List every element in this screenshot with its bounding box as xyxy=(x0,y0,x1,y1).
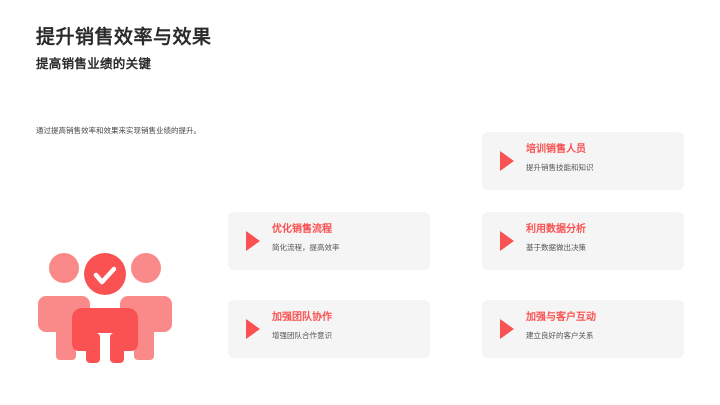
card-text: 利用数据分析 基于数据做出决策 xyxy=(526,223,674,253)
card-title: 加强团队协作 xyxy=(272,312,332,323)
card-title: 优化销售流程 xyxy=(272,224,332,235)
arrow-right-icon xyxy=(500,231,514,251)
arrow-right-icon xyxy=(500,151,514,171)
card-title: 利用数据分析 xyxy=(526,224,586,235)
arrow-right-icon xyxy=(246,319,260,339)
arrow-right-icon xyxy=(246,231,260,251)
page-subtitle: 提高销售业绩的关键 xyxy=(36,56,152,71)
card-description: 简化流程，提高效率 xyxy=(272,243,340,252)
list-item[interactable]: 培训销售人员 提升销售技能和知识 xyxy=(482,132,684,190)
card-description: 增强团队合作意识 xyxy=(272,331,332,340)
page-title: 提升销售效率与效果 xyxy=(36,27,212,48)
card-description: 基于数据做出决策 xyxy=(526,243,586,252)
list-item[interactable]: 加强团队协作 增强团队合作意识 xyxy=(228,300,430,358)
list-item[interactable]: 优化销售流程 简化流程，提高效率 xyxy=(228,212,430,270)
card-title: 培训销售人员 xyxy=(526,144,586,155)
title-block: 提升销售效率与效果 提高销售业绩的关键 xyxy=(36,26,456,72)
card-title: 加强与客户互动 xyxy=(526,312,596,323)
intro-paragraph: 通过提高销售效率和效果来实现销售业绩的提升。 xyxy=(36,126,201,135)
card-text: 培训销售人员 提升销售技能和知识 xyxy=(526,143,674,173)
card-description: 提升销售技能和知识 xyxy=(526,163,594,172)
card-text: 优化销售流程 简化流程，提高效率 xyxy=(272,223,420,253)
team-check-icon xyxy=(38,238,178,363)
card-text: 加强与客户互动 建立良好的客户关系 xyxy=(526,311,674,341)
list-item[interactable]: 利用数据分析 基于数据做出决策 xyxy=(482,212,684,270)
card-description: 建立良好的客户关系 xyxy=(526,331,594,340)
card-text: 加强团队协作 增强团队合作意识 xyxy=(272,311,420,341)
list-item[interactable]: 加强与客户互动 建立良好的客户关系 xyxy=(482,300,684,358)
arrow-right-icon xyxy=(500,319,514,339)
